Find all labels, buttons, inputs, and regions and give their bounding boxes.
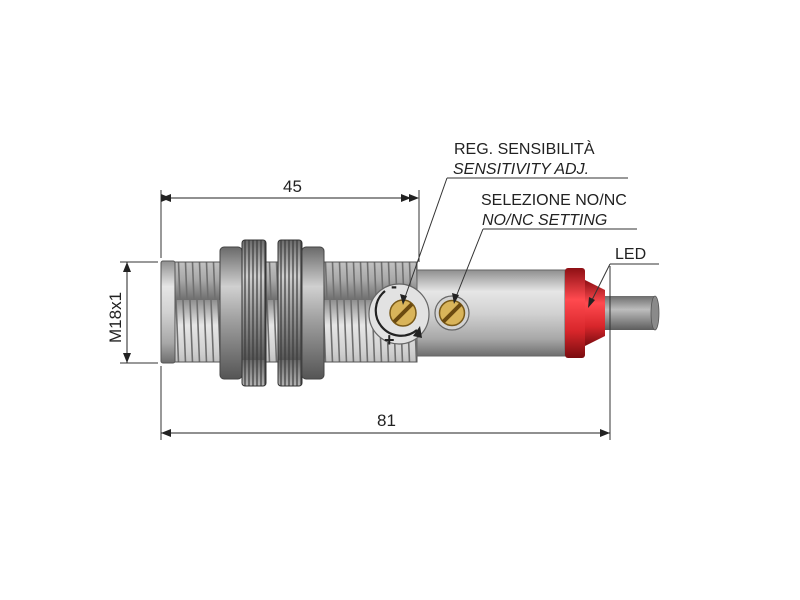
knurled-ring-left bbox=[241, 239, 267, 387]
hex-nut-left bbox=[219, 246, 243, 380]
dimension-total-length: 81 bbox=[160, 266, 611, 440]
dimension-45-label: 45 bbox=[283, 177, 302, 196]
led-label: LED bbox=[615, 246, 646, 263]
plus-mark: + bbox=[384, 330, 395, 350]
callout-nonc: SELEZIONE NO/NC NO/NC SETTING bbox=[452, 192, 637, 304]
screw-slot bbox=[441, 302, 463, 324]
nonc-label-it: SELEZIONE NO/NC bbox=[481, 192, 627, 209]
screw-slot bbox=[392, 302, 414, 324]
thread-size-label: M18x1 bbox=[106, 292, 125, 343]
arrow-head-icon bbox=[413, 326, 422, 338]
nonc-label-en: NO/NC SETTING bbox=[482, 212, 607, 229]
nonc-adjuster bbox=[434, 295, 470, 331]
dimension-thread-size: M18x1 bbox=[106, 261, 158, 364]
callout-sensitivity: REG. SENSIBILITÀ SENSITIVITY ADJ. bbox=[400, 139, 628, 305]
minus-mark: - bbox=[391, 276, 397, 296]
led-ring bbox=[565, 268, 585, 358]
sensitivity-rotation-arrow bbox=[374, 290, 418, 337]
dimension-81-label: 81 bbox=[377, 411, 396, 430]
hex-nut-right bbox=[301, 246, 325, 380]
callout-led: LED bbox=[588, 246, 659, 308]
cable bbox=[605, 296, 655, 330]
strain-relief bbox=[585, 280, 605, 346]
cable-end bbox=[650, 295, 660, 331]
sensitivity-label-it: REG. SENSIBILITÀ bbox=[454, 139, 595, 158]
lock-nuts bbox=[219, 239, 325, 387]
knurled-ring-right bbox=[277, 239, 303, 387]
sensor-front-face bbox=[160, 260, 176, 364]
dimension-thread-length: 45 bbox=[160, 177, 420, 262]
sensitivity-label-en: SENSITIVITY ADJ. bbox=[453, 161, 589, 178]
